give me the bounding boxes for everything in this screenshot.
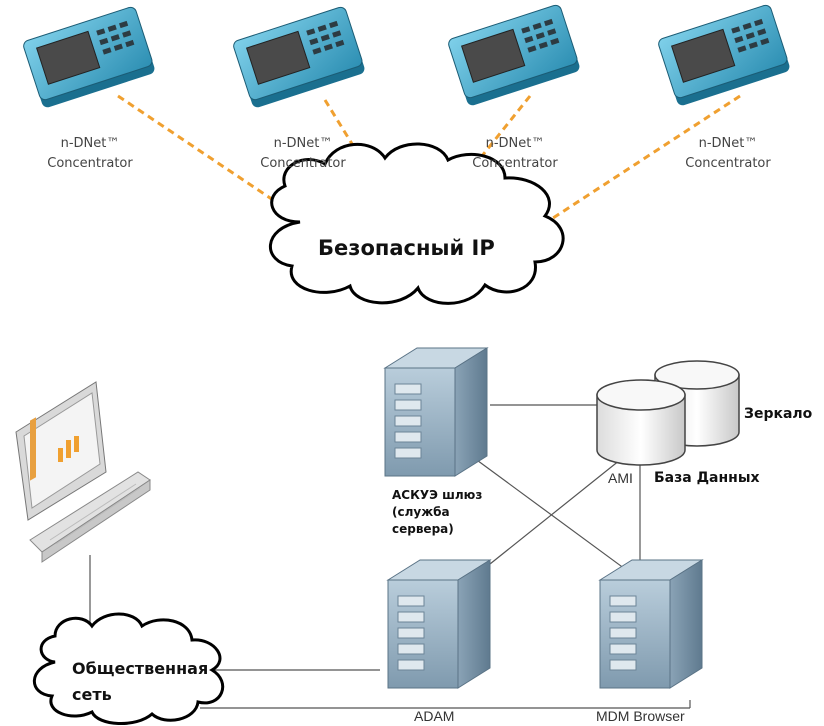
public-network-label: Общественная сеть: [72, 656, 208, 708]
concentrator-label-2: n-DNet™ Concentrator: [243, 134, 363, 174]
public-network-label-line2: сеть: [72, 685, 112, 704]
public-network-cloud-shape: [32, 612, 225, 726]
ami-label: AMI: [608, 470, 633, 486]
link-concentrator-3: [448, 95, 532, 197]
mdm-server-icon: [598, 559, 704, 689]
link-concentrator-4: [549, 94, 741, 222]
database-label: База Данных: [654, 470, 760, 486]
gateway-label-line3: сервера): [392, 522, 454, 536]
concentrator-device-1: [23, 6, 155, 108]
concentrator-label-1-line1: n-DNet™: [60, 136, 120, 151]
link-gateway-mdm: [469, 454, 641, 581]
link-concentrator-1: [117, 94, 301, 220]
secure-ip-cloud-shape: [268, 142, 565, 305]
concentrator-label-3-line2: Concentrator: [472, 156, 558, 171]
database-icon: [596, 360, 740, 466]
concentrator-label-1-line2: Concentrator: [47, 156, 133, 171]
public-network-label-line1: Общественная: [72, 659, 209, 678]
main-db-cylinder: [596, 379, 686, 466]
concentrator-device-3: [448, 4, 580, 106]
adam-server-icon: [386, 559, 492, 689]
concentrator-device-2: [233, 6, 365, 108]
network-links: [59, 404, 691, 709]
link-adam-db: [469, 439, 646, 581]
gateway-server-icon: [383, 347, 489, 477]
secure-ip-label: Безопасный IP: [318, 236, 495, 260]
concentrator-label-3-line1: n-DNet™: [485, 136, 545, 151]
concentrator-label-3: n-DNet™ Concentrator: [455, 134, 575, 174]
concentrator-label-2-line1: n-DNet™: [273, 136, 333, 151]
concentrator-label-4: n-DNet™ Concentrator: [668, 134, 788, 174]
adam-label: ADAM: [414, 708, 455, 724]
workstation-icon: [15, 381, 151, 563]
gateway-label-line1: АСКУЭ шлюз: [392, 488, 483, 502]
concentrator-label-1: n-DNet™ Concentrator: [30, 134, 150, 174]
concentrator-label-2-line2: Concentrator: [260, 156, 346, 171]
mirror-label: Зеркало: [744, 406, 813, 422]
concentrator-label-4-line1: n-DNet™: [698, 136, 758, 151]
concentrator-label-4-line2: Concentrator: [685, 156, 771, 171]
concentrator-device-4: [658, 4, 790, 106]
mdm-label: MDM Browser: [596, 708, 685, 724]
gateway-label: АСКУЭ шлюз (служба сервера): [392, 487, 482, 538]
gateway-label-line2: (служба: [392, 505, 450, 519]
